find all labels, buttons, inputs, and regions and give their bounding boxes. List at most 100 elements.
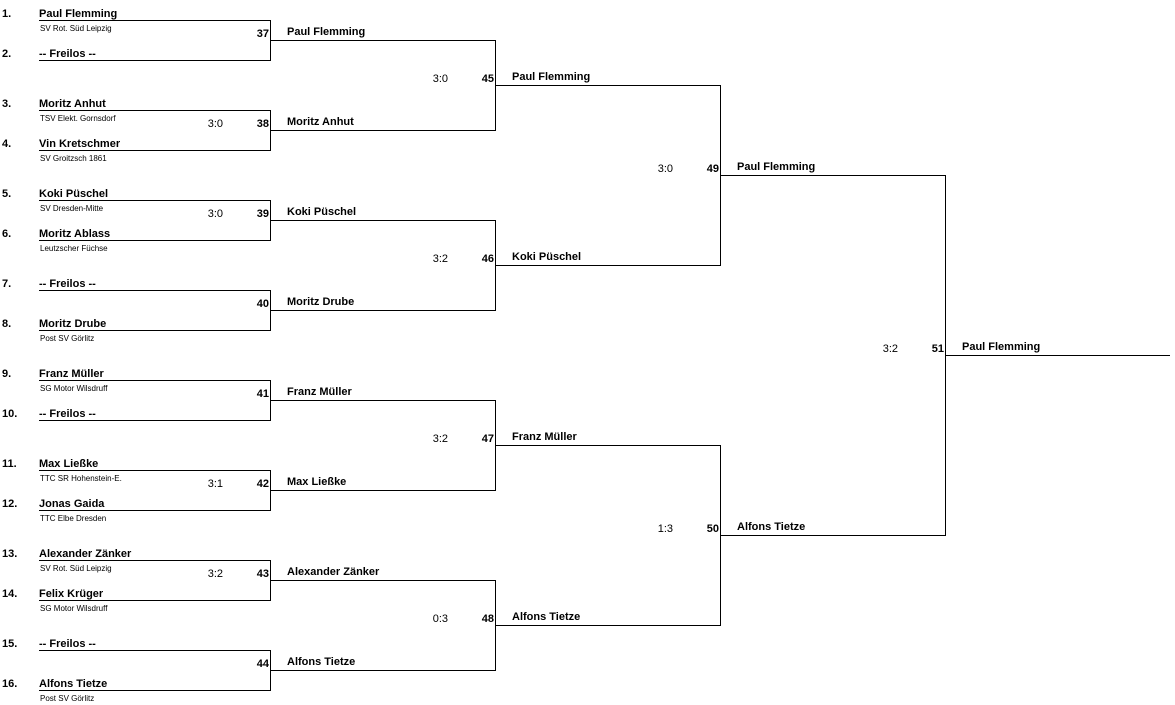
player-seed: 15. (2, 638, 18, 650)
player-name: Felix Krüger (39, 588, 104, 600)
winner-line (495, 625, 720, 626)
player-club: Post SV Görlitz (40, 694, 95, 703)
player-club: SV Rot. Süd Leipzig (40, 564, 112, 573)
player-seed: 14. (2, 588, 18, 600)
player-seed: 1. (2, 8, 12, 20)
player-seed: 16. (2, 678, 18, 690)
winner-line (720, 535, 945, 536)
match-number: 45 (481, 73, 494, 85)
match-score: 3:2 (882, 343, 898, 355)
winner-name: Max Ließke (287, 476, 347, 488)
winner-name: Koki Püschel (287, 206, 357, 218)
player-club: SG Motor Wilsdruff (40, 384, 108, 393)
player-line (39, 510, 270, 511)
match-number: 43 (256, 568, 269, 580)
winner-name: Koki Püschel (512, 251, 582, 263)
winner-name: Franz Müller (512, 431, 577, 443)
player-line (39, 420, 270, 421)
match-score: 3:2 (432, 433, 448, 445)
winner-line (270, 400, 495, 401)
player-name: -- Freilos -- (39, 48, 96, 60)
winner-name: Paul Flemming (287, 26, 366, 38)
player-club: Leutzscher Füchse (40, 244, 108, 253)
player-name: Vin Kretschmer (39, 138, 121, 150)
player-seed: 3. (2, 98, 12, 110)
player-club: SV Dresden-Mitte (40, 204, 104, 213)
player-line (39, 650, 270, 651)
winner-line (270, 40, 495, 41)
winner-name: Alfons Tietze (512, 611, 581, 623)
player-seed: 8. (2, 318, 12, 330)
winner-name: Franz Müller (287, 386, 352, 398)
match-number: 41 (256, 388, 269, 400)
player-seed: 4. (2, 138, 12, 150)
winner-name: Paul Flemming (737, 161, 816, 173)
winner-line (495, 265, 720, 266)
match-number: 51 (931, 343, 944, 355)
player-seed: 7. (2, 278, 12, 290)
player-club: TSV Elekt. Gornsdorf (40, 114, 116, 123)
player-seed: 11. (2, 458, 17, 470)
player-name: Moritz Anhut (39, 98, 106, 110)
match-score: 1:3 (657, 523, 673, 535)
match-number: 42 (256, 478, 269, 490)
match-number: 47 (481, 433, 494, 445)
winner-line (270, 670, 495, 671)
player-seed: 2. (2, 48, 12, 60)
player-name: Koki Püschel (39, 188, 109, 200)
player-name: Paul Flemming (39, 8, 118, 20)
player-seed: 12. (2, 498, 18, 510)
winner-line (495, 445, 720, 446)
player-name: Alexander Zänker (39, 548, 132, 560)
player-name: -- Freilos -- (39, 278, 96, 290)
winner-name: Alexander Zänker (287, 566, 380, 578)
winner-name: Alfons Tietze (737, 521, 806, 533)
match-number: 48 (481, 613, 494, 625)
match-number: 40 (256, 298, 269, 310)
winner-line (270, 580, 495, 581)
winner-name: Moritz Drube (287, 296, 355, 308)
winner-name: Alfons Tietze (287, 656, 356, 668)
player-seed: 5. (2, 188, 12, 200)
match-score: 0:3 (432, 613, 448, 625)
player-line (39, 690, 270, 691)
match-score: 3:2 (432, 253, 448, 265)
player-line (39, 150, 270, 151)
player-name: Jonas Gaida (39, 498, 105, 510)
match-score: 3:0 (432, 73, 448, 85)
player-line (39, 240, 270, 241)
player-club: SG Motor Wilsdruff (40, 604, 108, 613)
match-number: 37 (256, 28, 269, 40)
player-line (39, 110, 270, 111)
winner-line (270, 130, 495, 131)
winner-line (720, 175, 945, 176)
match-number: 46 (481, 253, 494, 265)
player-line (39, 330, 270, 331)
winner-line (495, 85, 720, 86)
player-name: Franz Müller (39, 368, 104, 380)
player-line (39, 470, 270, 471)
player-line (39, 290, 270, 291)
player-name: -- Freilos -- (39, 408, 96, 420)
match-score: 3:0 (207, 118, 223, 130)
winner-line (270, 310, 495, 311)
player-seed: 13. (2, 548, 18, 560)
player-line (39, 380, 270, 381)
winner-line (270, 490, 495, 491)
match-score: 3:2 (207, 568, 223, 580)
winner-line (945, 355, 1170, 356)
winner-name: Paul Flemming (962, 341, 1041, 353)
match-number: 49 (706, 163, 719, 175)
player-name: Max Ließke (39, 458, 99, 470)
player-club: SV Groitzsch 1861 (40, 154, 107, 163)
match-number: 39 (256, 208, 269, 220)
player-line (39, 200, 270, 201)
player-name: Alfons Tietze (39, 678, 108, 690)
player-line (39, 560, 270, 561)
player-line (39, 60, 270, 61)
player-club: TTC Elbe Dresden (40, 514, 107, 523)
player-club: TTC SR Hohenstein-E. (40, 474, 122, 483)
match-score: 3:1 (207, 478, 223, 490)
match-number: 38 (256, 118, 269, 130)
